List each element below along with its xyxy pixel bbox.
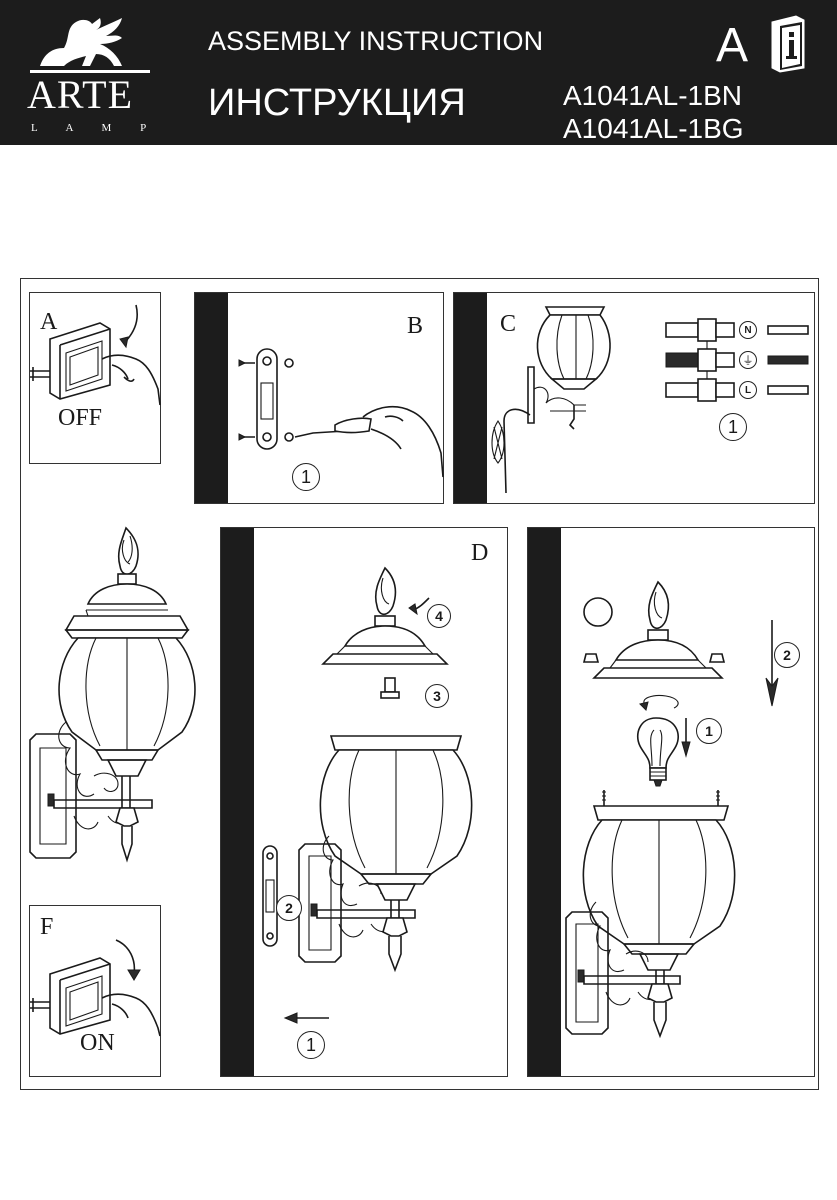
step-d-panel: D 4 3 2 1 [220,527,508,1077]
language-letter: A [716,19,749,72]
step-d-drawing [262,566,473,1024]
step-b-callout-1: 1 [292,463,320,491]
step-f-letter: F [40,914,54,940]
model-number-2: A1041AL-1BG [563,113,744,144]
step-e-callout-1: 1 [696,718,722,744]
info-book-icon [771,15,805,73]
step-d-sidebar [221,528,254,1076]
step-f-label: ON [80,1030,115,1056]
brand-subtitle: L A M P [31,122,160,134]
step-e-sidebar [528,528,561,1076]
step-e-panel: 2 1 [527,527,815,1077]
model-number-1: A1041AL-1BN [563,80,743,111]
mounting-bracket-drawing [238,348,444,478]
step-b-panel: B 1 [194,292,444,504]
step-d-callout-1: 1 [297,1031,325,1059]
step-a-panel: A OFF [29,292,161,464]
title-english: ASSEMBLY INSTRUCTION [208,26,544,56]
step-e-callout-2: 2 [774,642,800,668]
step-b-letter: B [407,313,424,339]
step-a-letter: A [40,309,58,335]
header-bar: ARTE L A M P ASSEMBLY INSTRUCTION ИНСТРУ… [0,0,837,145]
terminal-neutral-label: N [739,321,757,339]
step-a-label: OFF [58,405,103,431]
terminal-ground-label: ⏚ [739,351,757,369]
step-d-letter: D [471,540,489,566]
step-b-sidebar [195,293,228,503]
step-f-panel: F ON [29,905,161,1077]
step-d-callout-3: 3 [425,684,449,708]
step-c-panel: C N ⏚ L 1 [453,292,815,504]
step-d-callout-2: 2 [276,895,302,921]
title-russian: ИНСТРУКЦИЯ [208,82,466,124]
terminal-live-label: L [739,381,757,399]
step-c-letter: C [500,311,517,337]
step-e-drawing [565,580,779,1039]
step-c-sidebar [454,293,487,503]
lamp-wiring-drawing [491,306,809,494]
switch-on-icon [30,939,161,1037]
assembled-lamp-drawing [29,526,196,863]
instruction-frame [20,278,819,1090]
step-c-callout-1: 1 [719,413,747,441]
step-d-callout-4: 4 [427,604,451,628]
griffin-logo-icon [30,18,150,73]
brand-name: ARTE [27,72,134,117]
switch-off-icon [30,304,161,406]
